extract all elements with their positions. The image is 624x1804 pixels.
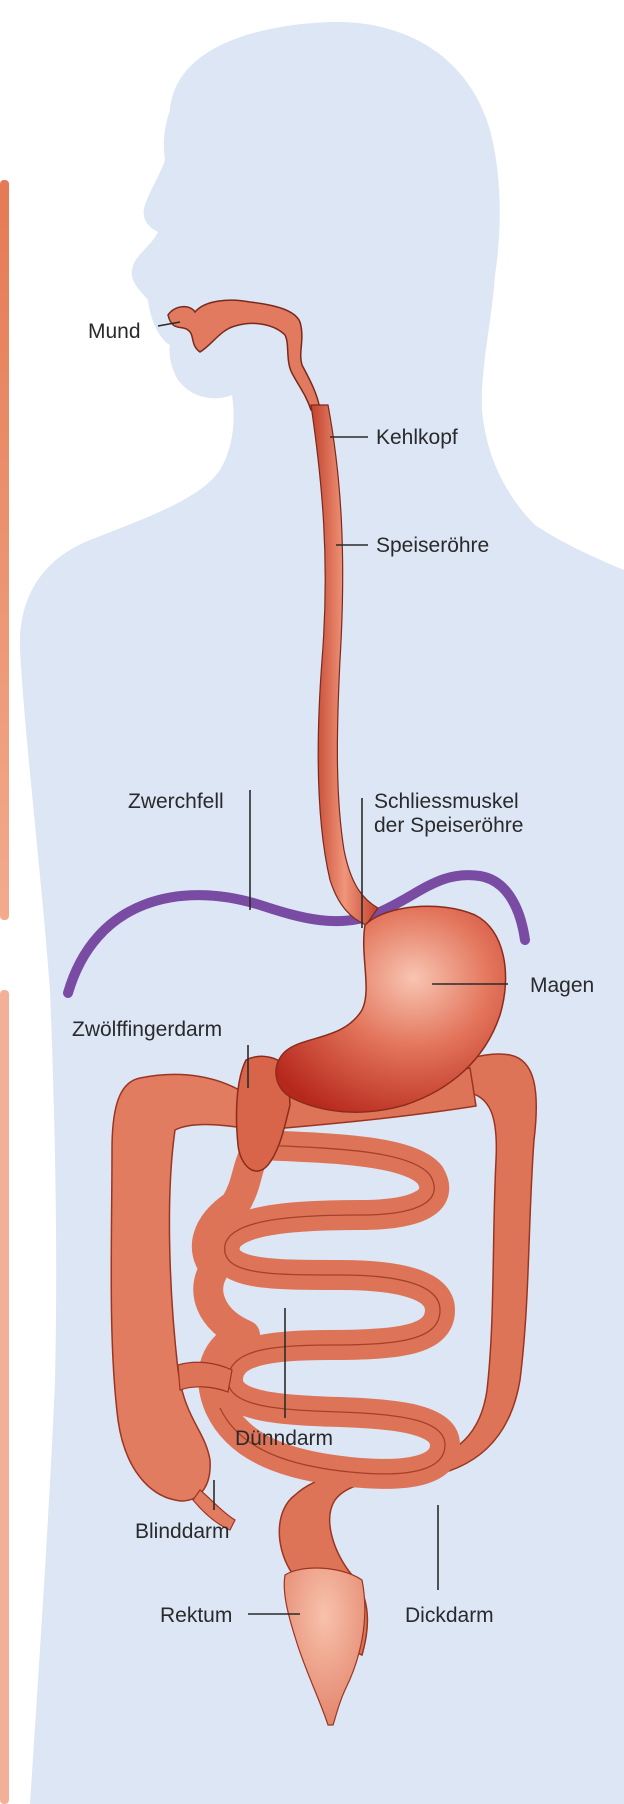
label-schliessmuskel-line2: der Speiseröhre xyxy=(374,814,523,837)
label-duenndarm: Dünndarm xyxy=(235,1427,333,1450)
ileum-to-cecum xyxy=(178,1362,232,1392)
label-mund: Mund xyxy=(88,320,141,343)
label-rektum: Rektum xyxy=(160,1604,232,1627)
label-kehlkopf: Kehlkopf xyxy=(376,426,458,449)
label-blinddarm: Blinddarm xyxy=(135,1520,230,1543)
label-speiseroehre: Speiseröhre xyxy=(376,534,489,557)
side-tab-upper xyxy=(0,180,9,920)
label-zwerchfell: Zwerchfell xyxy=(128,790,224,813)
label-dickdarm: Dickdarm xyxy=(405,1604,494,1627)
label-zwoelffingerdarm: Zwölffingerdarm xyxy=(72,1018,222,1041)
label-schliessmuskel-line1: Schliessmuskel xyxy=(374,790,519,813)
side-tab-lower xyxy=(0,990,9,1804)
label-magen: Magen xyxy=(530,974,594,997)
